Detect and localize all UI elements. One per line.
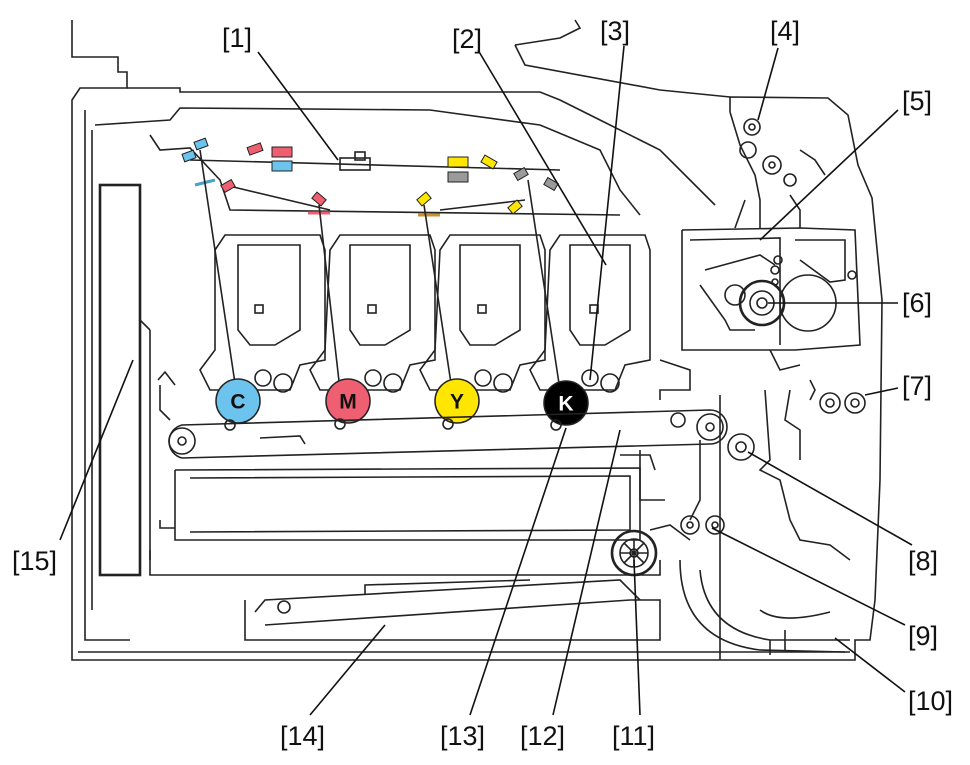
leader-14 — [309, 624, 386, 716]
drum-y-letter: Y — [450, 391, 464, 414]
drum-k: K — [543, 380, 589, 426]
callout-8: [8] — [908, 546, 938, 576]
developer-rollers — [254, 369, 620, 393]
transfer-belt-unit — [157, 370, 728, 459]
leader-12 — [552, 429, 621, 716]
leader-2 — [477, 49, 607, 266]
toner-cartridges — [199, 234, 651, 393]
callout-5: [5] — [902, 86, 932, 116]
fuser-gears — [773, 255, 783, 265]
leader-1 — [257, 51, 339, 161]
leader-lines — [59, 45, 913, 716]
callout-3: [3] — [600, 16, 630, 46]
callout-6: [6] — [902, 288, 932, 318]
fuser-unit — [681, 227, 861, 371]
drum-k-letter: K — [558, 393, 573, 416]
callout-14: [14] — [280, 721, 325, 751]
callout-2: [2] — [452, 24, 482, 54]
callout-9: [9] — [908, 621, 938, 651]
callout-1: [1] — [222, 23, 252, 53]
drum-m-letter: M — [339, 391, 357, 414]
left-door-panel — [84, 110, 151, 641]
callout-labels: [1] [2] [3] [4] [5] [6] [7] [8] [9] [10]… — [12, 16, 953, 751]
registration-rollers — [680, 433, 755, 535]
paper-tray — [244, 579, 661, 641]
drum-m: M — [325, 378, 371, 424]
printer-housing — [71, 19, 883, 661]
callout-10: [10] — [908, 686, 953, 716]
callout-12: [12] — [520, 721, 565, 751]
laser-unit — [94, 107, 641, 217]
cartridge-m — [309, 234, 436, 391]
drum-c-letter: C — [230, 391, 245, 414]
lower-frame — [149, 467, 661, 576]
exit-rollers — [809, 379, 866, 414]
leader-11 — [633, 559, 641, 716]
leader-15 — [59, 359, 134, 541]
drum-c: C — [215, 378, 261, 424]
leader-7 — [864, 387, 899, 396]
callout-15: [15] — [12, 546, 57, 576]
cartridge-c — [199, 234, 326, 391]
paper-feed-roller — [610, 524, 691, 577]
drum-y: Y — [434, 378, 480, 424]
callout-11: [11] — [612, 721, 655, 751]
paper-path — [620, 359, 851, 660]
cartridge-y — [419, 234, 546, 391]
leader-8 — [747, 451, 913, 546]
callout-7: [7] — [902, 371, 932, 401]
callout-13: [13] — [440, 721, 485, 751]
laser-beams — [199, 149, 561, 391]
leader-5 — [759, 109, 899, 241]
callout-4: [4] — [770, 16, 800, 46]
leader-4 — [757, 47, 779, 121]
leader-3 — [589, 45, 625, 381]
leader-10 — [834, 637, 906, 693]
leader-13 — [469, 427, 567, 716]
output-rollers — [729, 111, 826, 229]
leader-9 — [711, 527, 906, 626]
